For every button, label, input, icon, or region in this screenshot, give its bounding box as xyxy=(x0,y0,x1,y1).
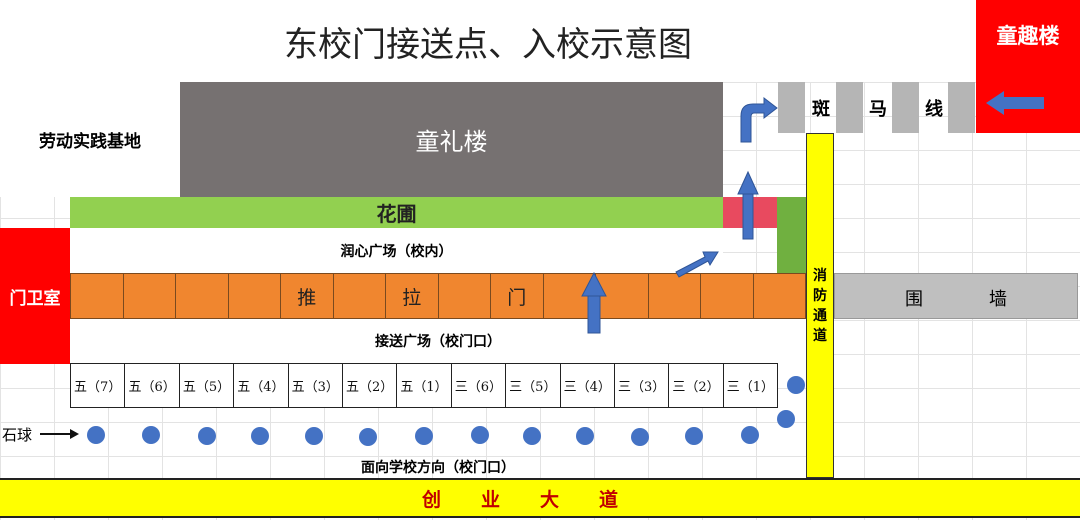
stone-ball-label: 石球 xyxy=(2,426,33,444)
class-pickup-row: 五（7） 五（6） 五（5） 五（4） 五（3） 五（2） 五（1） 三（6） … xyxy=(70,363,779,408)
up-arrow-icon xyxy=(581,271,607,334)
class-cell: 五（4） xyxy=(234,363,289,408)
door-cell: 门 xyxy=(491,273,544,319)
facing-direction-label: 面向学校方向（校门口） xyxy=(361,460,515,476)
stone-ball xyxy=(198,427,216,445)
wall-label-a: 围 xyxy=(905,289,923,310)
door-cell xyxy=(333,273,386,319)
left-arrow-icon xyxy=(986,91,1044,115)
stone-ball xyxy=(305,427,323,445)
class-cell: 五（6） xyxy=(125,363,180,408)
class-cell: 五（2） xyxy=(342,363,398,408)
wall: 围 墙 xyxy=(834,273,1078,319)
class-cell: 三（4） xyxy=(560,363,615,408)
zebra-label: 马 xyxy=(869,98,887,120)
class-cell: 五（1） xyxy=(397,363,452,408)
stone-ball xyxy=(359,428,377,446)
zebra-label: 斑 xyxy=(812,98,830,120)
stone-ball xyxy=(87,426,105,444)
class-cell: 五（3） xyxy=(288,363,343,408)
class-cell: 五（7） xyxy=(70,363,126,408)
zebra-stripe xyxy=(836,82,863,133)
class-cell: 三（6） xyxy=(451,363,507,408)
tongli-building: 童礼楼 xyxy=(180,82,723,197)
door-cell xyxy=(70,273,124,319)
diagonal-arrow-icon xyxy=(675,251,719,278)
tongqu-label: 童趣楼 xyxy=(996,22,1060,48)
chuangye-road: 创业大道 xyxy=(0,478,1080,518)
door-cell xyxy=(176,273,229,319)
stone-ball xyxy=(787,376,805,394)
tongqu-building: 童趣楼 xyxy=(976,0,1080,133)
zebra-label: 线 xyxy=(925,98,943,120)
door-cell: 拉 xyxy=(386,273,439,319)
stone-ball xyxy=(631,428,649,446)
stone-ball xyxy=(523,427,541,445)
bent-arrow-icon xyxy=(740,96,778,143)
up-arrow-icon xyxy=(737,170,759,240)
stone-ball xyxy=(685,427,703,445)
class-cell: 五（5） xyxy=(179,363,235,408)
page-title: 东校门接送点、入校示意图 xyxy=(0,0,976,82)
stone-ball xyxy=(471,426,489,444)
sliding-door: 推 拉 门 xyxy=(70,273,806,319)
door-cell xyxy=(228,273,281,319)
zebra-stripe xyxy=(892,82,919,133)
class-cell: 三（2） xyxy=(669,363,724,408)
door-cell xyxy=(648,273,701,319)
zebra-stripe xyxy=(778,82,805,133)
green-block xyxy=(777,197,806,273)
class-cell: 三（3） xyxy=(614,363,670,408)
runxin-square-label: 润心广场（校内） xyxy=(70,228,723,273)
stone-arrow-icon xyxy=(40,429,79,439)
door-cell xyxy=(753,273,806,319)
labor-base-label: 劳动实践基地 xyxy=(0,82,180,197)
door-cell: 推 xyxy=(281,273,334,319)
fire-lane: 消防通道 xyxy=(806,133,834,478)
garden: 花圃 xyxy=(70,197,723,228)
door-cell xyxy=(701,273,754,319)
stone-ball xyxy=(576,427,594,445)
pickup-square-label: 接送广场（校门口） xyxy=(70,319,806,363)
door-cell xyxy=(123,273,176,319)
class-cell: 三（1） xyxy=(723,363,779,408)
fire-lane-label: 消防通道 xyxy=(813,268,827,344)
class-cell: 三（5） xyxy=(506,363,561,408)
stone-ball xyxy=(777,410,795,428)
door-cell xyxy=(438,273,491,319)
guard-room: 门卫室 xyxy=(0,228,70,364)
road-label: 创业大道 xyxy=(421,488,658,511)
zebra-stripe xyxy=(948,82,975,133)
stone-ball xyxy=(251,427,269,445)
stone-ball xyxy=(415,427,433,445)
stone-ball xyxy=(741,426,759,444)
stone-ball xyxy=(142,426,160,444)
wall-label-b: 墙 xyxy=(989,289,1007,310)
